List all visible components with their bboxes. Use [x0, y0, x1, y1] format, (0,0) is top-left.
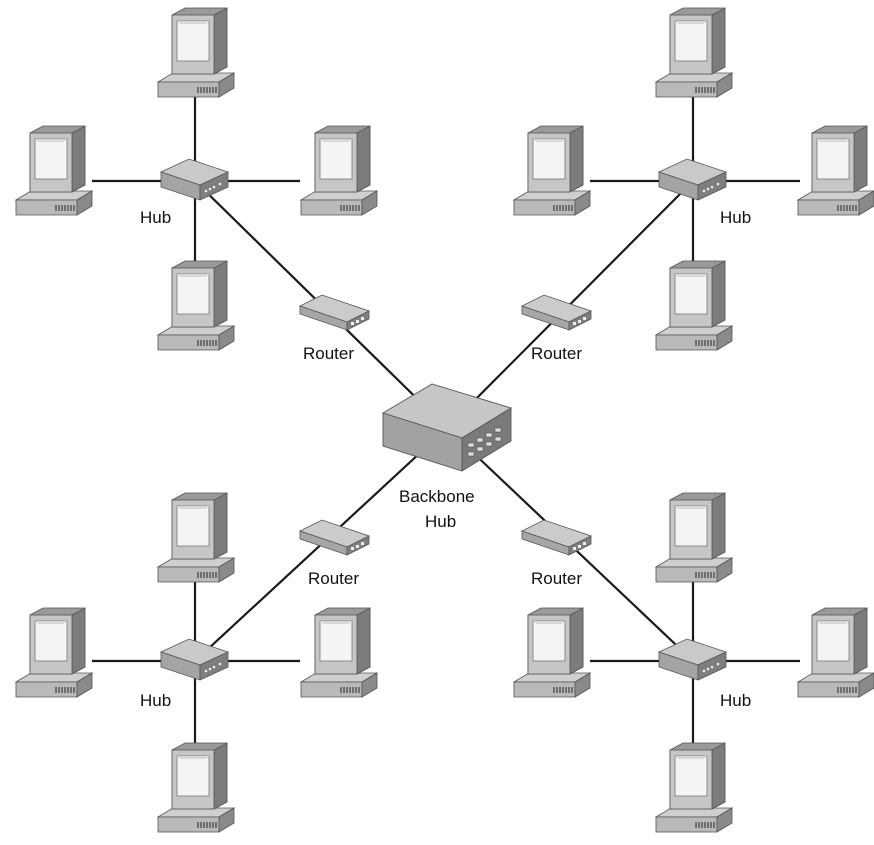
hub-icon: [658, 158, 727, 201]
backbone-hub-icon: [382, 383, 512, 472]
backbone-hub-label: Backbone: [399, 487, 475, 506]
backbone-hub-label: Hub: [425, 512, 456, 531]
computer-icon: [15, 607, 93, 698]
computer-icon: [655, 7, 733, 98]
computer-icon: [15, 125, 93, 216]
computer-icon: [513, 125, 591, 216]
hub-label: Hub: [720, 208, 751, 227]
computer-icon: [797, 607, 874, 698]
hub-icon: [160, 638, 229, 681]
computer-icon: [157, 7, 235, 98]
computer-icon: [655, 492, 733, 583]
hub-icon: [160, 158, 229, 201]
router-label: Router: [303, 344, 354, 363]
computer-icon: [300, 607, 378, 698]
router-label: Router: [308, 569, 359, 588]
router-icon: [521, 294, 592, 331]
computer-icon: [655, 260, 733, 351]
router-icon: [299, 519, 370, 556]
hub-icon: [658, 638, 727, 681]
router-label: Router: [531, 344, 582, 363]
computer-icon: [300, 125, 378, 216]
hub-label: Hub: [140, 691, 171, 710]
hub-label: Hub: [140, 208, 171, 227]
computer-icon: [157, 260, 235, 351]
router-label: Router: [531, 569, 582, 588]
computer-icon: [513, 607, 591, 698]
hub-label: Hub: [720, 691, 751, 710]
router-icon: [521, 519, 592, 556]
computer-icon: [157, 742, 235, 833]
computer-icon: [157, 492, 235, 583]
computer-icon: [655, 742, 733, 833]
router-icon: [299, 294, 370, 331]
computer-icon: [797, 125, 874, 216]
